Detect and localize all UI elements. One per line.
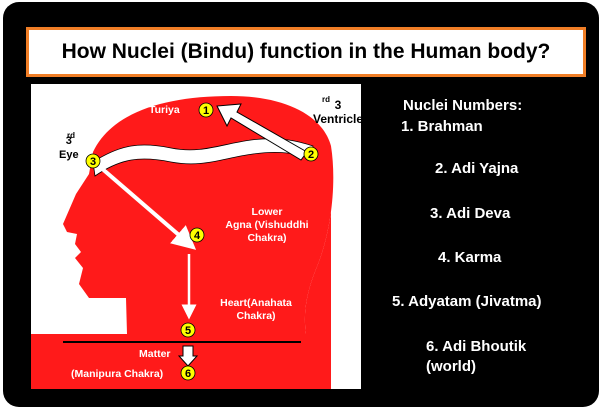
nuclei-header: Nuclei Numbers: xyxy=(403,97,523,114)
arrow-3-to-4 xyxy=(97,164,197,250)
nuclei-item-5: 5. Adyatam (Jivatma) xyxy=(392,293,542,310)
head-svg: 1 2 3 4 5 6 xyxy=(31,84,361,389)
label-third-eye: 3 Eye xyxy=(59,135,79,161)
label-ventricle-sup: rd xyxy=(322,95,330,104)
node-3: 3 xyxy=(85,153,101,169)
node-2-label: 2 xyxy=(308,149,314,161)
node-4-label: 4 xyxy=(194,230,201,242)
node-5: 5 xyxy=(180,322,196,338)
head-diagram: 1 2 3 4 5 6 Turiya 3 Ven xyxy=(31,84,364,389)
head-silhouette xyxy=(36,89,331,334)
nuclei-item-2: 2. Adi Yajna xyxy=(435,160,519,177)
node-5-label: 5 xyxy=(185,325,191,337)
arrow-5-to-6 xyxy=(177,345,199,367)
node-1: 1 xyxy=(198,102,214,118)
slide-frame: How Nuclei (Bindu) function in the Human… xyxy=(3,2,599,407)
arrow-2-to-1 xyxy=(216,103,308,161)
node-2: 2 xyxy=(303,146,319,162)
node-3-label: 3 xyxy=(90,156,96,168)
nuclei-item-1: 1. Brahman xyxy=(401,118,483,135)
node-6-label: 6 xyxy=(185,368,191,380)
nuclei-item-4: 4. Karma xyxy=(438,249,502,266)
label-ventricle: 3 Ventricle xyxy=(313,98,364,126)
node-1-label: 1 xyxy=(203,105,209,117)
title-box: How Nuclei (Bindu) function in the Human… xyxy=(26,27,586,77)
label-lower-agna: Lower Agna (Vishuddhi Chakra) xyxy=(225,206,309,244)
label-heart: Heart(Anahata Chakra) xyxy=(220,297,292,322)
node-4: 4 xyxy=(189,227,205,243)
label-manipura: (Manipura Chakra) xyxy=(71,368,164,380)
label-third-eye-sup: rd xyxy=(67,131,75,140)
page-title: How Nuclei (Bindu) function in the Human… xyxy=(61,40,551,63)
nuclei-panel: Nuclei Numbers: 1. Brahman 2. Adi Yajna … xyxy=(368,87,583,387)
node-6: 6 xyxy=(180,365,196,381)
label-turiya: Turiya xyxy=(149,104,180,116)
nuclei-item-3: 3. Adi Deva xyxy=(430,205,511,222)
label-matter: Matter xyxy=(139,348,171,360)
nuclei-item-6: 6. Adi Bhoutik (world) xyxy=(426,338,527,375)
